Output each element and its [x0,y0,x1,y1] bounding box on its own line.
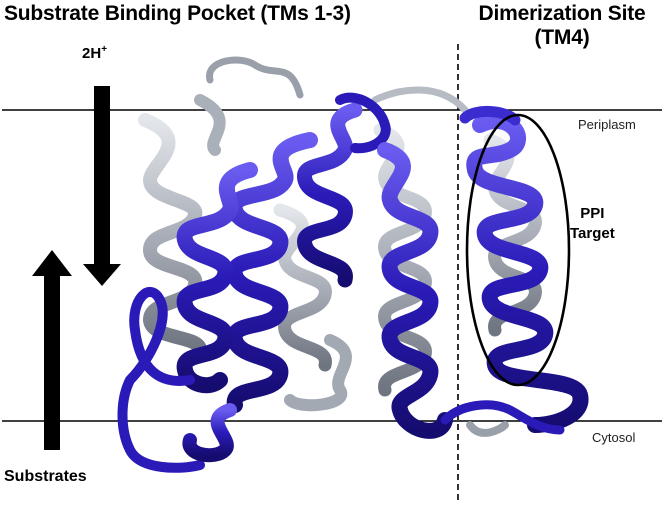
dimerization-title-line1: Dimerization Site [478,2,646,25]
ppi-label-line2: Target [570,225,615,242]
grey-helix-3 [273,203,332,372]
grey-bottom-loop [466,421,509,437]
periplasm-label: Periplasm [578,117,636,132]
blue-helices [117,92,589,473]
blue-tm4-linker [440,400,565,435]
ppi-target-ellipse [465,113,571,387]
ppi-label-line1: PPI [580,205,605,222]
blue-long-helix [377,142,453,439]
proton-label-charge: + [101,44,108,55]
grey-top-loop [206,56,304,99]
substrates-label: Substrates [4,468,87,485]
blue-n-terminal-loop [117,287,205,473]
cytosol-label: Cytosol [592,430,636,445]
blue-lower-helix [182,403,237,463]
blue-tm4-helix [466,112,589,433]
substrates-arrow-up [32,250,72,450]
grey-helix-2 [194,94,226,156]
grey-helix-4 [373,123,432,397]
blue-top-connector [335,92,391,154]
grey-helix-1 [138,113,207,357]
blue-tm3-helix [297,102,363,288]
binding-pocket-title: Substrate Binding Pocket (TMs 1-3) [4,2,351,25]
blue-tm2-helix [176,162,258,394]
dimerization-title-line2: (TM4) [534,26,590,49]
proton-label: 2H+ [82,44,107,62]
grey-top-loop-2 [371,86,469,114]
dimerization-site-title: Dimerization Site (TM4) [462,2,662,50]
blue-top-right-cap [459,106,521,126]
proton-arrow-down [83,86,121,286]
proton-label-base: 2H [82,45,102,62]
ppi-target-label: PPI Target [570,204,615,244]
blue-tm1-helix [226,132,318,413]
grey-helix-5 [284,334,352,412]
